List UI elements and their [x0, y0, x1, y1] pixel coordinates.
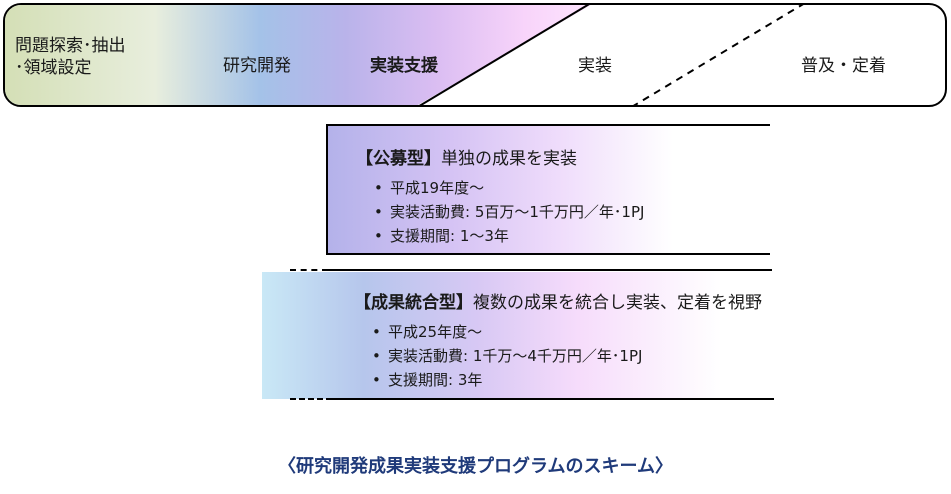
program-integrated-bottom-dash	[290, 398, 332, 400]
list-item: 実装活動費: 1千万～4千万円／年･1PJ	[372, 344, 642, 368]
program-integrated-type: 【成果統合型】	[354, 293, 473, 313]
program-integrated-top-border	[328, 269, 772, 271]
list-item: 支援期間: 1～3年	[374, 224, 644, 248]
phase-diffusion: 普及・定着	[801, 56, 886, 76]
phase-research-development: 研究開発	[223, 56, 291, 76]
program-integrated-bottom-border	[332, 398, 774, 400]
list-item: 実装活動費: 5百万～1千万円／年･1PJ	[374, 200, 644, 224]
phase-divider-dashed	[633, 5, 804, 105]
program-open-call-box: 【公募型】単独の成果を実装 平成19年度～ 実装活動費: 5百万～1千万円／年･…	[326, 124, 770, 255]
phase-bar: 問題探索･抽出 ･領域設定 研究開発 実装支援 実装 普及・定着	[3, 3, 947, 107]
program-open-call-type: 【公募型】	[356, 149, 441, 169]
program-open-call-description: 単独の成果を実装	[441, 149, 577, 169]
phase-problem-exploration: 問題探索･抽出 ･領域設定	[15, 35, 126, 79]
program-open-call-details: 平成19年度～ 実装活動費: 5百万～1千万円／年･1PJ 支援期間: 1～3年	[374, 176, 644, 248]
figure-caption: 〈研究開発成果実装支援プログラムのスキーム〉	[278, 456, 673, 477]
list-item: 支援期間: 3年	[372, 368, 642, 392]
program-integrated-details: 平成25年度～ 実装活動費: 1千万～4千万円／年･1PJ 支援期間: 3年	[372, 320, 642, 392]
list-item: 平成19年度～	[374, 176, 644, 200]
phase-implementation-support: 実装支援	[370, 56, 438, 76]
program-integrated-top-dash	[290, 269, 328, 271]
program-open-call-title: 【公募型】単独の成果を実装	[356, 144, 577, 169]
list-item: 平成25年度～	[372, 320, 642, 344]
phase-1-line2: ･領域設定	[15, 58, 92, 78]
phase-1-line1: 問題探索･抽出	[15, 36, 126, 56]
phase-implementation: 実装	[578, 56, 612, 76]
phase-divider-solid	[419, 5, 590, 105]
program-integrated-title: 【成果統合型】複数の成果を統合し実装、定着を視野	[354, 288, 762, 313]
program-integrated-description: 複数の成果を統合し実装、定着を視野	[473, 293, 762, 313]
